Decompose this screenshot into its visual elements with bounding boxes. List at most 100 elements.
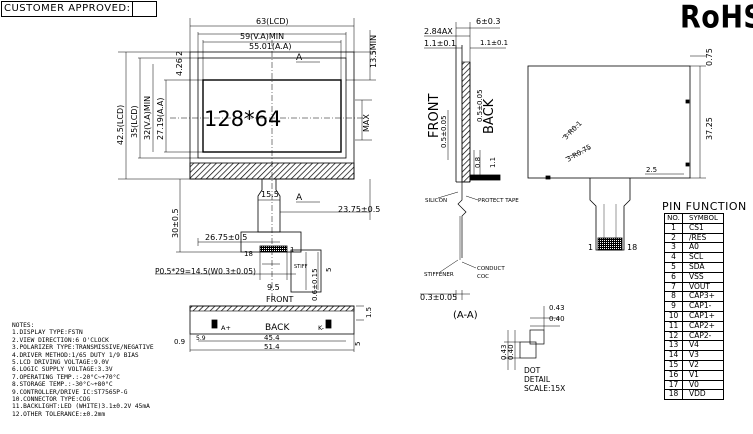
right-dim-r01: 3-R0.1: [562, 120, 584, 142]
dim-top-2: 2: [175, 51, 184, 56]
led-cathode-pad: [325, 319, 332, 329]
pin-symbol: VSS: [682, 271, 724, 283]
back-k-minus: K-: [318, 324, 325, 332]
back-dim-45: 45.4: [264, 334, 280, 342]
back-dim-514: 51.4: [264, 343, 280, 351]
note-line: 7.OPERATING TEMP.:-20°C~+70°C: [12, 373, 121, 381]
dim-va-min: 32(V.A)MIN: [143, 96, 152, 140]
pin-number: 9: [664, 301, 683, 312]
pin-symbol: CAP2+: [682, 320, 724, 332]
stiffener-outline: [290, 249, 322, 293]
dot-dim-040: 0.40: [549, 315, 565, 323]
customer-approved-label: CUSTOMER APPROVED:: [2, 2, 134, 16]
pin-symbol: CAP1+: [682, 310, 724, 322]
note-line: 3.POLARIZER TYPE:TRANSMISSIVE/NEGATIVE: [12, 344, 154, 352]
section-aa-label: (A-A): [453, 310, 478, 321]
pin-header-no: NO.: [664, 213, 683, 224]
dim-0615: 0.6±0.15: [311, 268, 319, 301]
silicon-label: SILICON: [425, 198, 447, 204]
note-line: 6.LOGIC SUPPLY VOLTAGE:3.3V: [12, 366, 113, 374]
fpc-pins: [259, 245, 288, 253]
dim-95: 9.5: [267, 283, 280, 292]
right-dim-3725: 37.25: [705, 117, 714, 140]
pin-number: 15: [664, 359, 683, 371]
dim-stiff: STIFF: [294, 264, 308, 270]
right-dim-25: 2.5: [646, 166, 657, 174]
dim-5: 5: [325, 268, 333, 272]
back-dim-15: 1.5: [365, 307, 373, 318]
dim-pin1: 1: [290, 246, 294, 254]
section-mark-a-bottom: A: [296, 193, 303, 203]
dim-30: 30±0.5: [171, 208, 180, 238]
dot-dim-043: 0.43: [549, 304, 565, 312]
note-line: 2.VIEW DIRECTION:6 O'CLOCK: [12, 336, 109, 344]
pin-symbol: CAP1-: [682, 301, 724, 312]
notes-block: NOTES: 1.DISPLAY TYPE:FSTN 2.VIEW DIRECT…: [12, 322, 154, 418]
side-dim-11c: 1.1: [489, 157, 497, 168]
dim-2375: 23.75±0.5: [338, 205, 380, 214]
pin-number: 4: [664, 252, 683, 263]
right-dim-075: 0.75: [705, 48, 714, 66]
pin-symbol: V2: [682, 359, 724, 371]
section-mark-a-top: A: [296, 53, 303, 63]
side-dim-11b: 1.1±0.1: [480, 39, 508, 47]
right-dim-r075: 3-R0.75: [565, 143, 593, 164]
side-dim-284: 2.84AX: [424, 27, 453, 36]
dot-dim-040v: 0.40: [507, 344, 515, 360]
side-dim-08: 0.8: [474, 157, 482, 168]
dot-title-1: DOT: [524, 366, 541, 375]
pin-number: 5: [664, 261, 683, 273]
dim-top-426: 4.26: [175, 58, 184, 76]
pin-number: 18: [664, 389, 683, 401]
pin-number: 11: [664, 320, 683, 332]
note-line: 4.DRIVER METHOD:1/65 DUTY 1/9 BIAS: [12, 351, 139, 359]
customer-approved-box: CUSTOMER APPROVED:: [1, 1, 157, 17]
dim-2675: 26.75±0.5: [205, 233, 247, 242]
front-label: FRONT: [266, 295, 293, 304]
pin-number: 14: [664, 350, 683, 361]
back-a-plus: A+: [221, 324, 231, 332]
pin-number: 6: [664, 271, 683, 283]
back-label: BACK: [265, 323, 290, 333]
side-dim-05a: 0.5±0.05: [440, 115, 448, 148]
note-line: 8.STORAGE TEMP.:-30°C~+80°C: [12, 381, 113, 389]
pin-table-header: NO. SYMBOL: [664, 213, 724, 224]
dim-aa-height: 27.19(A.A): [156, 98, 165, 141]
dim-pin18: 18: [244, 250, 253, 258]
dim-aa-width: 55.01(A.A): [249, 42, 292, 51]
pin-symbol: VDD: [682, 389, 724, 401]
front-view: [118, 18, 376, 300]
dot-dim-043v: 0.43: [500, 344, 508, 360]
note-line: 1.DISPLAY TYPE:FSTN: [12, 329, 83, 337]
note-line: NOTES:: [12, 322, 35, 329]
pin-symbol: SDA: [682, 261, 724, 273]
side-back-label: BACK: [482, 98, 497, 134]
side-dim-05b: 0.5±0.05: [476, 89, 484, 122]
pin-header-symbol: SYMBOL: [682, 213, 724, 224]
back-panel-outline: [527, 65, 691, 179]
rohs-logo: RoHS: [680, 0, 753, 36]
pin-symbol: V3: [682, 350, 724, 361]
back-dim-5: 5: [354, 342, 362, 346]
pin-number: 10: [664, 310, 683, 322]
dim-pitch: P0.5*29=14.5(W0.3±0.05): [155, 267, 256, 276]
note-line: 9.CONTROLLER/DRIVE IC:ST7565P-G: [12, 388, 128, 396]
note-line: 12.OTHER TOLERANCE:±0.2mm: [12, 410, 106, 418]
led-anode-pad: [211, 319, 218, 329]
pin-function-title: PIN FUNCTION: [662, 200, 747, 213]
right-pin18: 18: [627, 243, 637, 252]
dim-right-135: 13.5MIN: [369, 35, 378, 68]
back-strip: [189, 305, 364, 352]
dim-neck: 15.5: [261, 190, 279, 199]
dot-scale: SCALE:15X: [524, 384, 565, 393]
